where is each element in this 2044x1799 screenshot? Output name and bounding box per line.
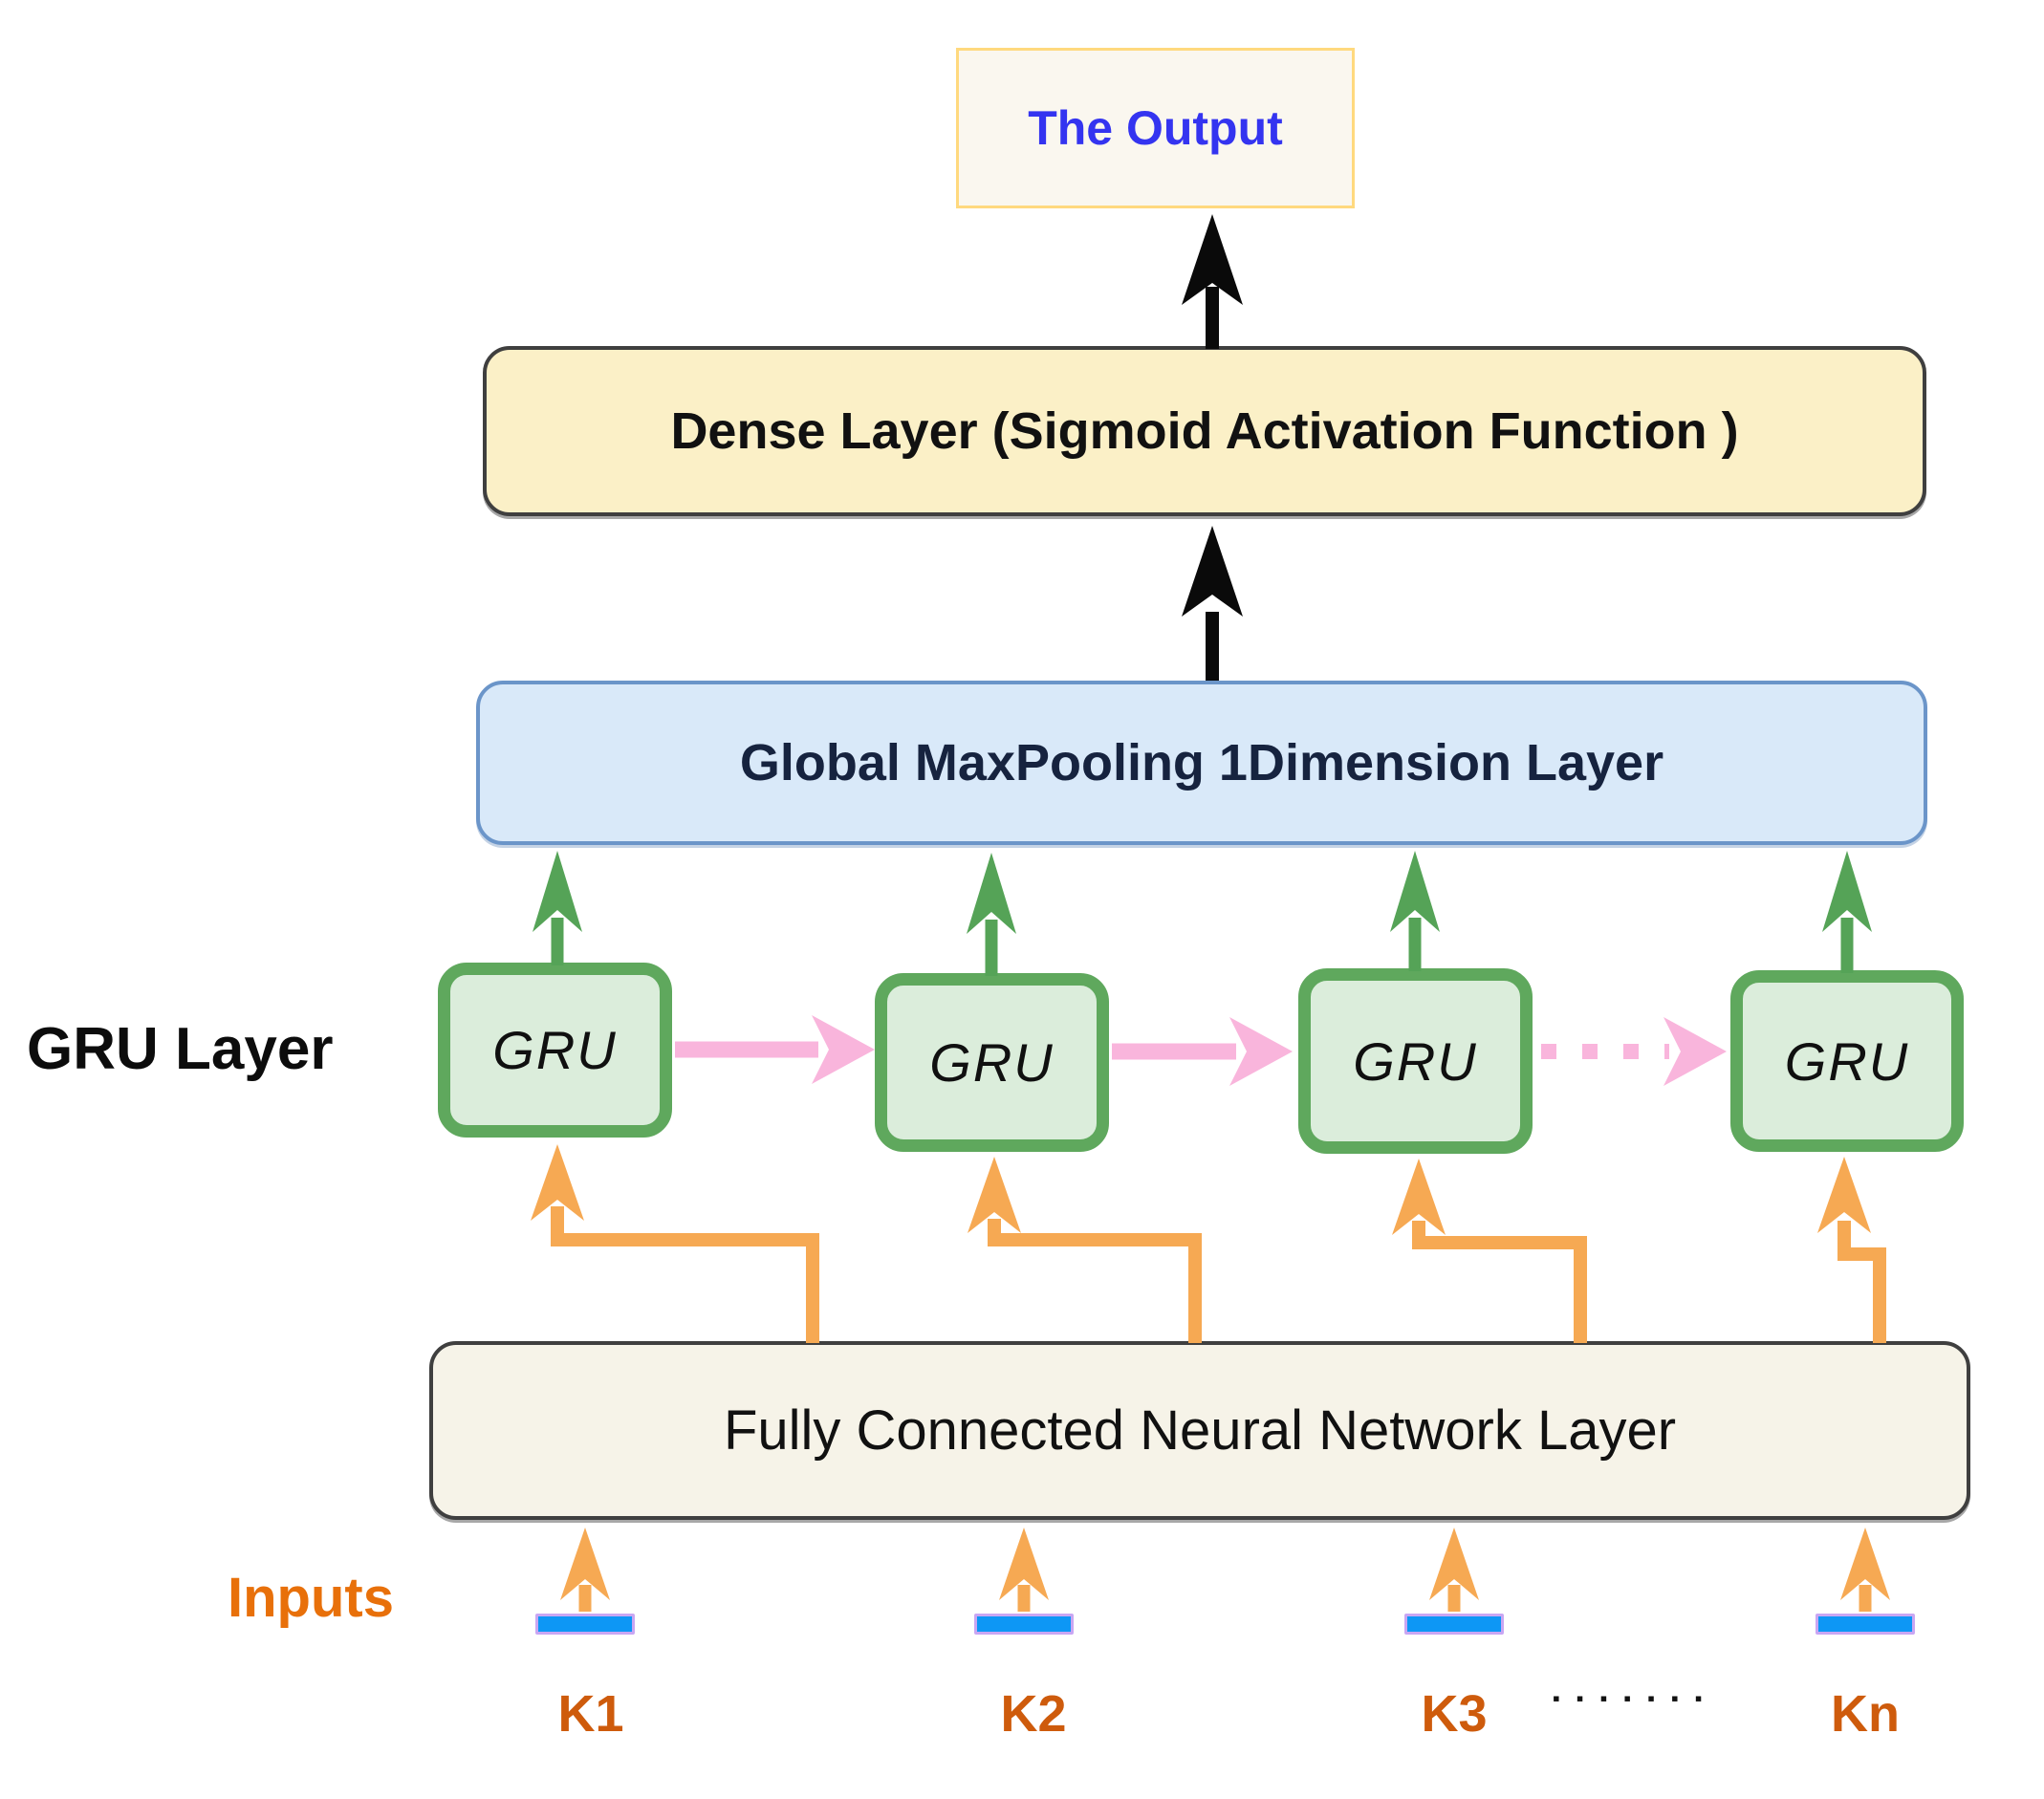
gru-layer-side-label: GRU Layer bbox=[27, 1016, 334, 1082]
arrow-k2-to-fc-icon bbox=[999, 1528, 1049, 1612]
output-box-label: The Output bbox=[1028, 101, 1283, 155]
gru-cell-2: GRU bbox=[875, 973, 1109, 1152]
arrow-gru4-to-maxpool-icon bbox=[1822, 851, 1872, 973]
arrow-maxpool-to-dense-icon bbox=[1182, 526, 1243, 681]
arrow-fc-to-gru3-icon bbox=[1392, 1159, 1587, 1343]
input-label-kn: Kn bbox=[1831, 1685, 1900, 1743]
fc-layer-label: Fully Connected Neural Network Layer bbox=[723, 1399, 1677, 1462]
gru-cell-3: GRU bbox=[1298, 968, 1533, 1154]
output-box: The Output bbox=[956, 48, 1355, 208]
gru-cell-3-label: GRU bbox=[1353, 1030, 1478, 1092]
inputs-side-label: Inputs bbox=[228, 1567, 394, 1629]
arrow-kn-to-fc-icon bbox=[1840, 1528, 1890, 1612]
input-label-k1: K1 bbox=[557, 1685, 624, 1743]
arrow-dense-to-output-icon bbox=[1182, 214, 1243, 349]
dense-layer-label: Dense Layer (Sigmoid Activation Function… bbox=[670, 402, 1739, 460]
gru-cell-2-label: GRU bbox=[929, 1032, 1055, 1093]
dense-layer-box: Dense Layer (Sigmoid Activation Function… bbox=[483, 346, 1926, 516]
input-label-k3: K3 bbox=[1421, 1685, 1488, 1743]
maxpool-layer-box: Global MaxPooling 1Dimension Layer bbox=[476, 681, 1927, 845]
maxpool-layer-label: Global MaxPooling 1Dimension Layer bbox=[739, 734, 1664, 791]
input-bar-kn bbox=[1816, 1614, 1915, 1635]
arrow-fc-to-gru2-icon bbox=[968, 1157, 1202, 1343]
input-label-k2: K2 bbox=[1000, 1685, 1067, 1743]
input-bar-k2 bbox=[974, 1614, 1074, 1635]
gru-cell-1: GRU bbox=[438, 963, 672, 1138]
arrow-gru1-to-gru2-icon bbox=[675, 1015, 875, 1084]
input-bar-k1 bbox=[535, 1614, 635, 1635]
arrow-k1-to-fc-icon bbox=[560, 1528, 610, 1612]
arrow-gru3-to-maxpool-icon bbox=[1390, 851, 1440, 971]
input-bar-k3 bbox=[1404, 1614, 1504, 1635]
arrow-fc-to-gru1-icon bbox=[531, 1144, 819, 1343]
fc-layer-box: Fully Connected Neural Network Layer bbox=[429, 1341, 1970, 1520]
gru-cell-4: GRU bbox=[1730, 970, 1964, 1152]
arrow-gru1-to-maxpool-icon bbox=[533, 851, 582, 965]
arrow-gru2-to-gru3-icon bbox=[1112, 1017, 1293, 1086]
arrow-fc-to-gru4-icon bbox=[1817, 1157, 1886, 1343]
gru-cell-1-label: GRU bbox=[492, 1020, 618, 1080]
arrow-k3-to-fc-icon bbox=[1429, 1528, 1479, 1612]
arrow-gru2-to-maxpool-icon bbox=[967, 853, 1016, 976]
arrow-gru3-to-gru4-dotted-icon bbox=[1541, 1017, 1727, 1086]
inputs-ellipsis-dots: ▪▪▪▪▪▪▪ bbox=[1553, 1686, 1719, 1710]
gru-cell-4-label: GRU bbox=[1784, 1030, 1910, 1092]
